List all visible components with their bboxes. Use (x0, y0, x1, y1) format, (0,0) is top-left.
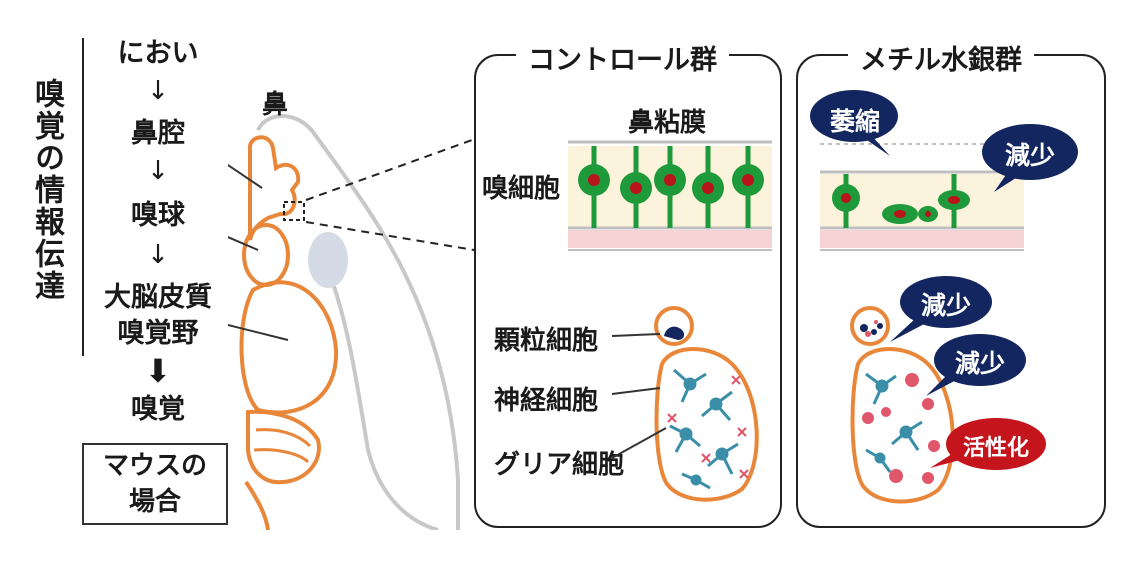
atrophy-bubble (810, 90, 898, 156)
decrease-bubble-granule (890, 276, 992, 342)
granule-cell-label: 顆粒細胞 (494, 326, 599, 356)
nose-label: 鼻 (262, 90, 289, 120)
species-box: マウスの 場合 (82, 443, 228, 525)
submucosa-layer (820, 230, 1024, 248)
olfactory-cell-bodies (578, 164, 764, 204)
mouse-head-illustration (228, 114, 460, 530)
cerebellum-shape (246, 409, 321, 485)
magnify-square (283, 201, 305, 221)
mercury-panel-title: メチル水銀群 (848, 38, 1034, 77)
olfactory-cell-label: 嗅細胞 (482, 174, 561, 204)
step-nasal-cavity: 鼻腔 (131, 118, 185, 149)
reduced-olfactory-cells (832, 184, 970, 224)
brainstem-shape (244, 480, 270, 530)
control-bulb-diagram (654, 306, 759, 502)
decrease-bubble-mucosa (982, 124, 1078, 192)
granule-layer (850, 306, 890, 346)
step-arrow-icon: ↓ (147, 240, 169, 270)
reduced-granule-cells (860, 323, 883, 335)
reduced-neuron-cells (865, 372, 923, 473)
mercury-bulb-diagram (850, 306, 955, 504)
control-panel-title: コントロール群 (516, 38, 729, 77)
bubble-decrease-mucosa-text: 減少 (1004, 141, 1055, 170)
submucosa-layer (568, 230, 772, 248)
activation-bubble (930, 418, 1046, 470)
mouse-jaw-outline (326, 269, 439, 530)
big-arrow-down-icon: ⬇ (144, 352, 172, 390)
mucosa-label: 鼻粘膜 (628, 108, 707, 138)
mouse-eye (308, 232, 348, 288)
control-mucosa-diagram (568, 140, 772, 251)
step-olfactory-bulb: 嗅球 (131, 200, 185, 231)
species-box-text: マウスの 場合 (102, 451, 207, 517)
mouse-head-outline (256, 114, 460, 530)
step-smell: におい (117, 38, 199, 69)
step-olfactory-cortex: 大脳皮質 嗅覚野 (104, 282, 212, 349)
olfactory-bulb-shape (242, 223, 290, 287)
nasal-cavity-shape (247, 135, 301, 241)
step-olfaction: 嗅覚 (131, 394, 185, 425)
granule-cells (664, 326, 685, 340)
activated-glia-cells (862, 373, 940, 484)
granule-layer (654, 306, 694, 346)
pathway-divider (82, 38, 84, 356)
control-pointer-lines (611, 333, 667, 459)
bubble-activation-text: 活性化 (962, 436, 1029, 461)
bubble-atrophy-text: 萎縮 (829, 107, 880, 136)
neuron-label: 神経細胞 (494, 386, 599, 416)
pathway-title: 嗅覚の情報伝達 (29, 78, 64, 302)
mercury-mucosa-diagram (820, 143, 1024, 251)
glia-label: グリア細胞 (494, 450, 625, 480)
decrease-bubble-neuron (926, 334, 1026, 396)
bulb-body (850, 347, 955, 504)
glia-cells (667, 375, 749, 479)
neuron-cells (669, 368, 739, 490)
bubble-decrease-granule-text: 減少 (920, 291, 971, 320)
step-arrow-icon: ↓ (147, 156, 169, 186)
mercury-bubbles (810, 90, 1078, 470)
cortex-shape (239, 280, 339, 415)
step-arrow-icon: ↓ (147, 76, 169, 106)
bulb-body (654, 347, 759, 502)
bubble-decrease-neuron-text: 減少 (954, 349, 1005, 378)
